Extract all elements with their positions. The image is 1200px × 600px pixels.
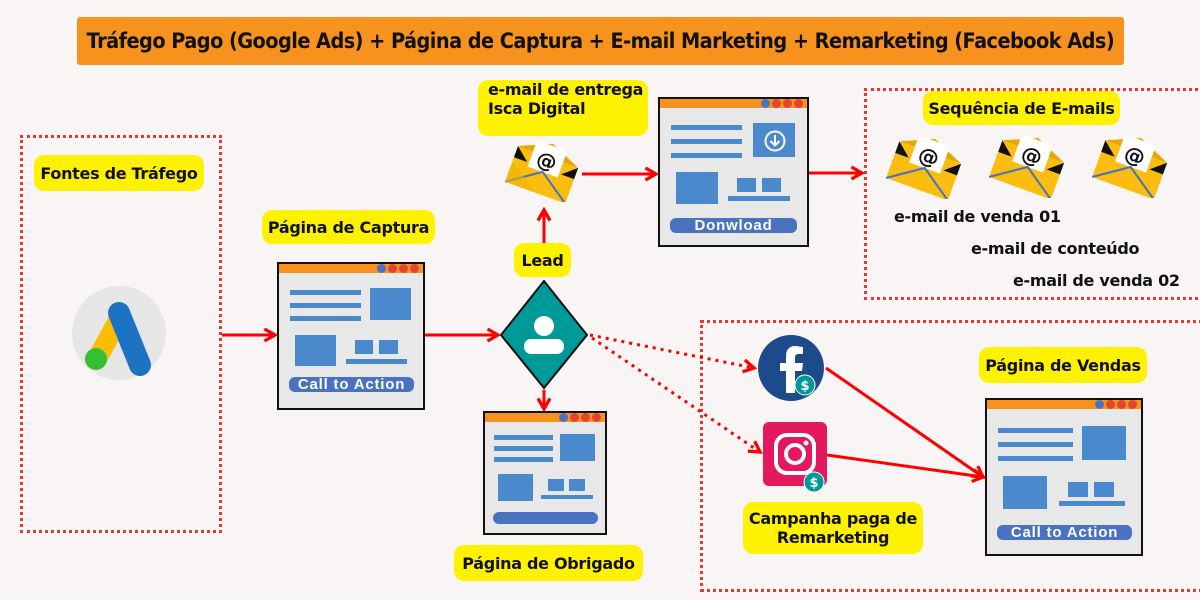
thank-you-page-label: Página de Obrigado bbox=[454, 545, 643, 581]
envelope-at-icon: @ bbox=[885, 135, 964, 202]
dollar-badge: $ bbox=[803, 471, 825, 493]
email-sequence-box bbox=[864, 88, 1200, 300]
download-button-text: Donwload bbox=[694, 217, 773, 234]
diagram-title-text: Tráfego Pago (Google Ads) + Página de Ca… bbox=[86, 29, 1115, 53]
delivery-email-label-line1: e-mail de entrega bbox=[488, 80, 644, 99]
remarketing-label-line1: Campanha paga de bbox=[748, 509, 918, 528]
email-sequence-item: e-mail de conteúdo bbox=[971, 239, 1140, 258]
sales-cta-text: Call to Action bbox=[1010, 524, 1119, 541]
capture-page-label-text: Página de Captura bbox=[267, 217, 430, 237]
svg-text:$: $ bbox=[800, 379, 809, 394]
download-button: Donwload bbox=[670, 217, 797, 234]
email-sequence-item: e-mail de venda 02 bbox=[1013, 271, 1180, 290]
envelope-at-icon: @ bbox=[988, 134, 1067, 201]
remarketing-label: Campanha paga de Remarketing bbox=[743, 502, 923, 554]
lead-diamond bbox=[499, 279, 589, 390]
envelope-at-icon: @ bbox=[1091, 134, 1170, 201]
instagram-icon: $ bbox=[763, 422, 829, 494]
capture-cta-button: Call to Action bbox=[289, 376, 414, 393]
thank-you-page-mockup bbox=[483, 411, 607, 535]
traffic-sources-label: Fontes de Tráfego bbox=[34, 155, 204, 191]
sales-cta-button: Call to Action bbox=[997, 524, 1132, 541]
capture-page-mockup: Call to Action bbox=[277, 262, 425, 410]
capture-cta-text: Call to Action bbox=[297, 376, 406, 393]
sales-page-label: Página de Vendas bbox=[979, 347, 1147, 383]
download-icon bbox=[764, 130, 786, 152]
thank-you-page-bar bbox=[493, 512, 598, 524]
facebook-icon: $ bbox=[757, 335, 827, 405]
capture-page-label: Página de Captura bbox=[262, 210, 435, 244]
remarketing-box bbox=[700, 320, 1200, 592]
delivery-email-label: e-mail de entrega Isca Digital bbox=[478, 80, 648, 136]
traffic-sources-box bbox=[20, 135, 222, 533]
user-icon bbox=[524, 316, 564, 354]
envelope-at-icon: @ bbox=[504, 140, 581, 205]
sales-page-label-text: Página de Vendas bbox=[985, 355, 1141, 375]
sales-page-mockup: Call to Action bbox=[985, 398, 1143, 556]
google-ads-icon bbox=[71, 285, 167, 381]
diagram-title: Tráfego Pago (Google Ads) + Página de Ca… bbox=[77, 17, 1124, 65]
remarketing-label-line2: Remarketing bbox=[776, 528, 890, 547]
svg-text:$: $ bbox=[809, 476, 818, 491]
email-sequence-label: Sequência de E-mails bbox=[923, 91, 1120, 125]
email-sequence-label-text: Sequência de E-mails bbox=[928, 98, 1115, 118]
thank-you-page-label-text: Página de Obrigado bbox=[462, 553, 635, 573]
download-page-mockup: Donwload bbox=[658, 97, 809, 247]
lead-label: Lead bbox=[514, 243, 571, 277]
email-sequence-item: e-mail de venda 01 bbox=[894, 207, 1061, 226]
traffic-sources-label-text: Fontes de Tráfego bbox=[40, 163, 198, 183]
lead-label-text: Lead bbox=[521, 250, 564, 270]
dollar-badge: $ bbox=[794, 374, 816, 396]
delivery-email-label-line2: Isca Digital bbox=[488, 99, 586, 118]
